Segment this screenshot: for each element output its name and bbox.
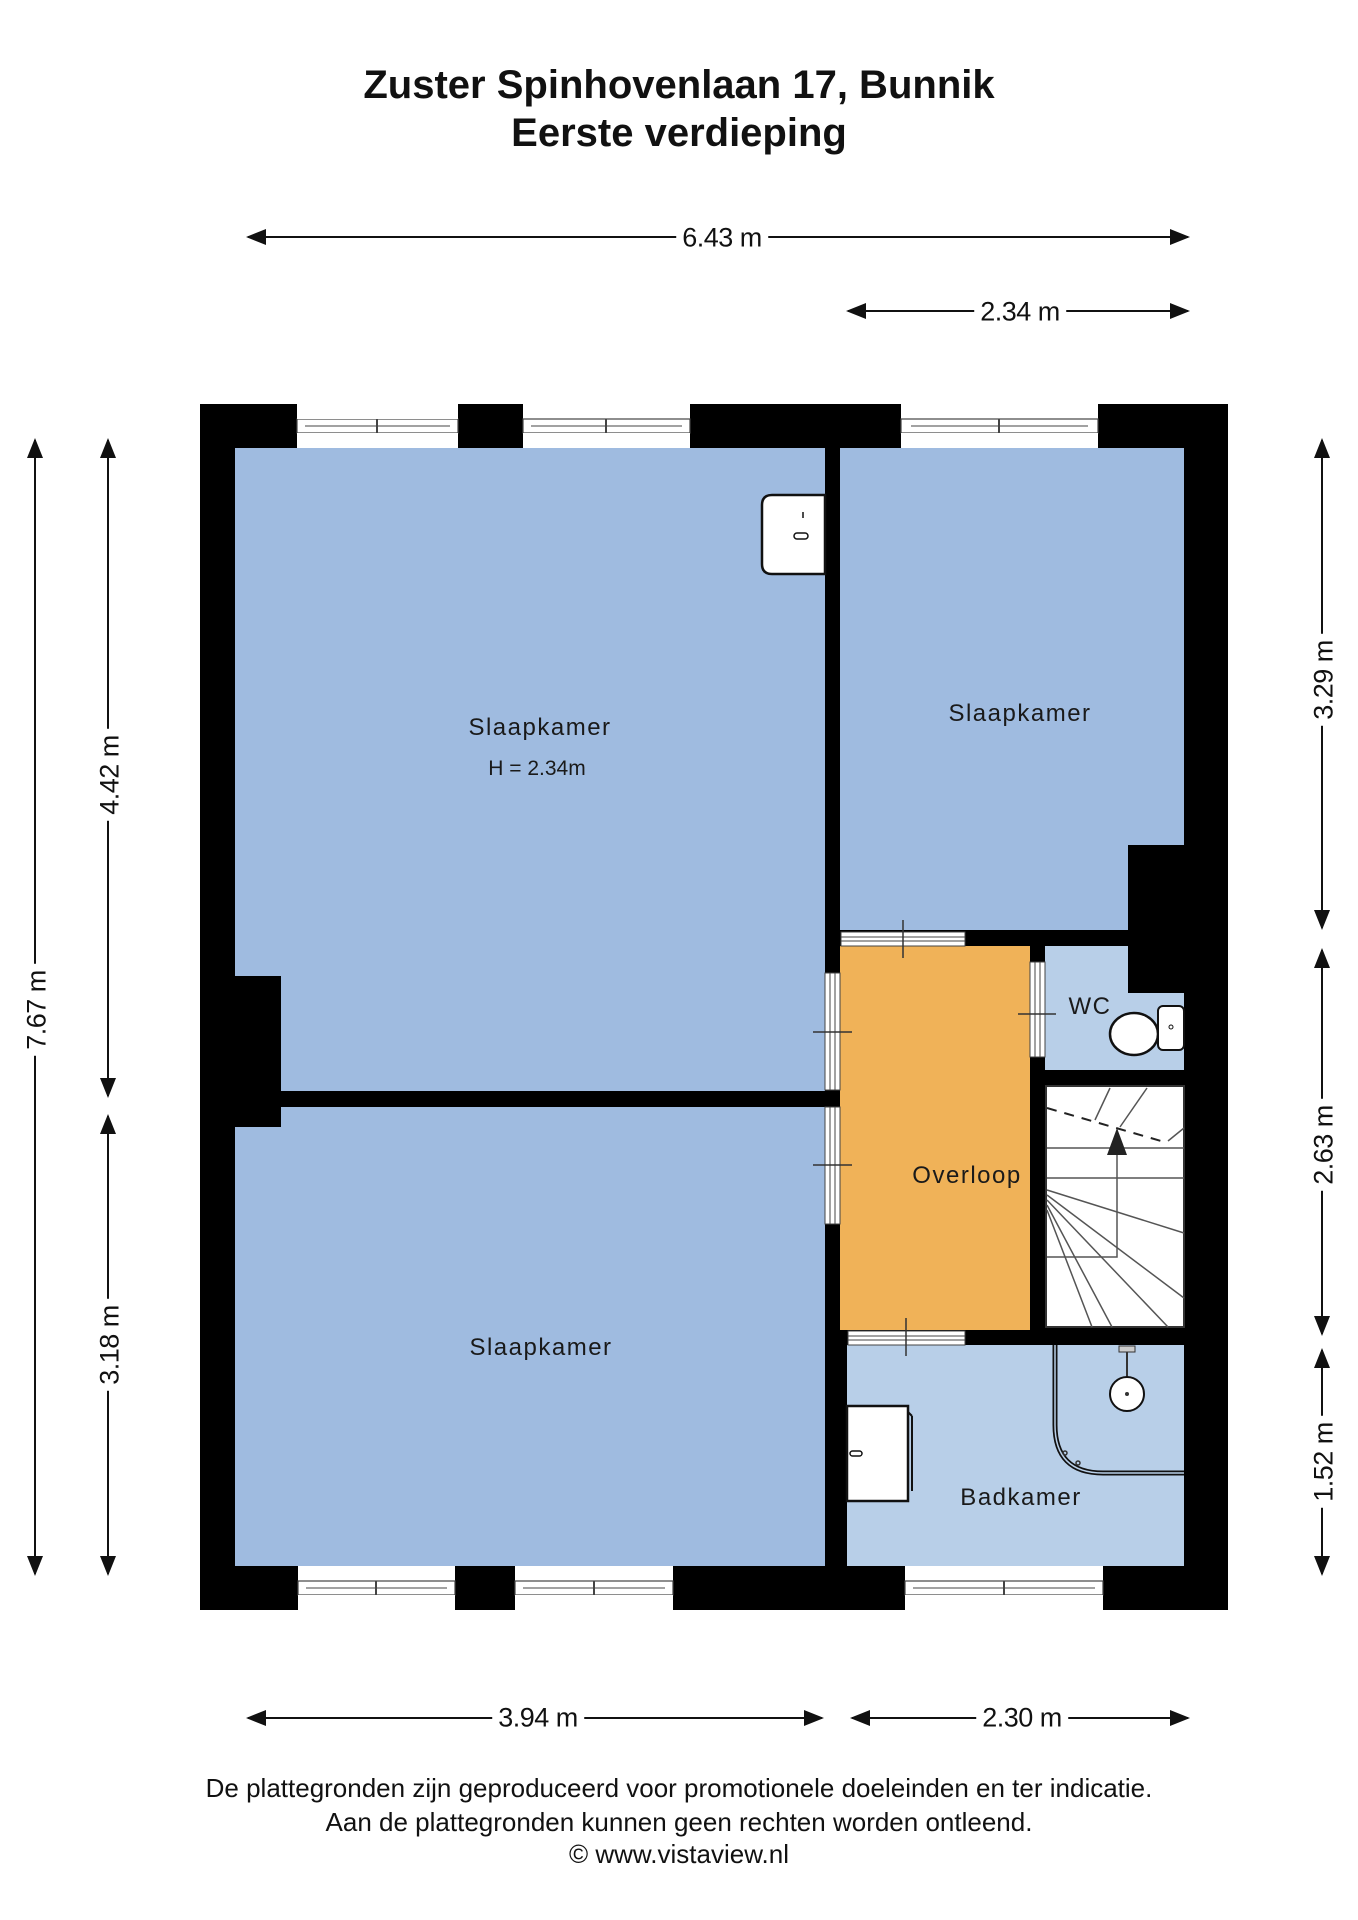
dimension-top-right: 2.34 m — [974, 296, 1066, 328]
door-bedroom-bottom — [813, 1106, 852, 1225]
page-title: Zuster Spinhovenlaan 17, Bunnik — [363, 63, 995, 107]
dimension-right-upper: 3.29 m — [1308, 634, 1340, 726]
room-fill-bedroom-right — [840, 448, 1184, 930]
floor-subtitle: Eerste verdieping — [511, 111, 847, 155]
room-label-bathroom: Badkamer — [960, 1484, 1082, 1511]
staircase-icon — [1046, 1087, 1185, 1328]
room-label-bedroom-bottom: Slaapkamer — [469, 1334, 613, 1361]
window-top-3 — [900, 404, 1099, 448]
chimney-left — [235, 976, 281, 1127]
dimension-right-lower: 1.52 m — [1308, 1416, 1340, 1508]
disclaimer-line-1: De plattegronden zijn geproduceerd voor … — [205, 1773, 1153, 1803]
chimney-right — [1128, 845, 1184, 993]
copyright-link[interactable]: © www.vistaview.nl — [569, 1839, 789, 1869]
window-top-2 — [522, 404, 691, 448]
dimension-bottom-right: 2.30 m — [976, 1702, 1068, 1734]
washbasin-bathroom-icon — [845, 1404, 913, 1503]
door-toilet — [1018, 961, 1056, 1058]
disclaimer-line-2: Aan de plattegronden kunnen geen rechten… — [325, 1807, 1033, 1837]
room-height-label: H = 2.34m — [488, 757, 586, 780]
room-label-landing: Overloop — [912, 1162, 1022, 1189]
door-bathroom — [847, 1318, 966, 1356]
window-bottom-2 — [514, 1566, 674, 1610]
room-fill-bedroom-main — [235, 448, 825, 1091]
door-bedroom-right — [840, 920, 966, 958]
dimension-left-total: 7.67 m — [21, 964, 53, 1056]
dimension-left-lower: 3.18 m — [94, 1299, 126, 1391]
door-bedroom-main — [813, 972, 852, 1091]
window-top-1 — [296, 404, 459, 448]
interior-wall-horizontal — [281, 1091, 840, 1107]
room-label-bedroom-main: Slaapkamer — [468, 714, 612, 741]
dimension-left-upper: 4.42 m — [94, 729, 126, 821]
room-fill-stairs — [1045, 1085, 1185, 1328]
dimension-top-total: 6.43 m — [676, 222, 768, 254]
window-bottom-1 — [297, 1566, 456, 1610]
washbasin-bedroom-icon — [760, 493, 827, 576]
toilet-icon — [1108, 1005, 1185, 1057]
window-bottom-3 — [904, 1566, 1104, 1610]
dimension-right-middle: 2.63 m — [1308, 1099, 1340, 1191]
room-label-bedroom-right: Slaapkamer — [948, 700, 1092, 727]
dimension-bottom-left: 3.94 m — [492, 1702, 584, 1734]
room-fill-bedroom-bottom — [235, 1107, 825, 1566]
room-label-toilet: WC — [1068, 993, 1112, 1020]
shower-icon — [1052, 1345, 1184, 1476]
stair-direction-arrow-icon — [1107, 1128, 1127, 1155]
room-fill-landing — [840, 946, 1030, 1330]
